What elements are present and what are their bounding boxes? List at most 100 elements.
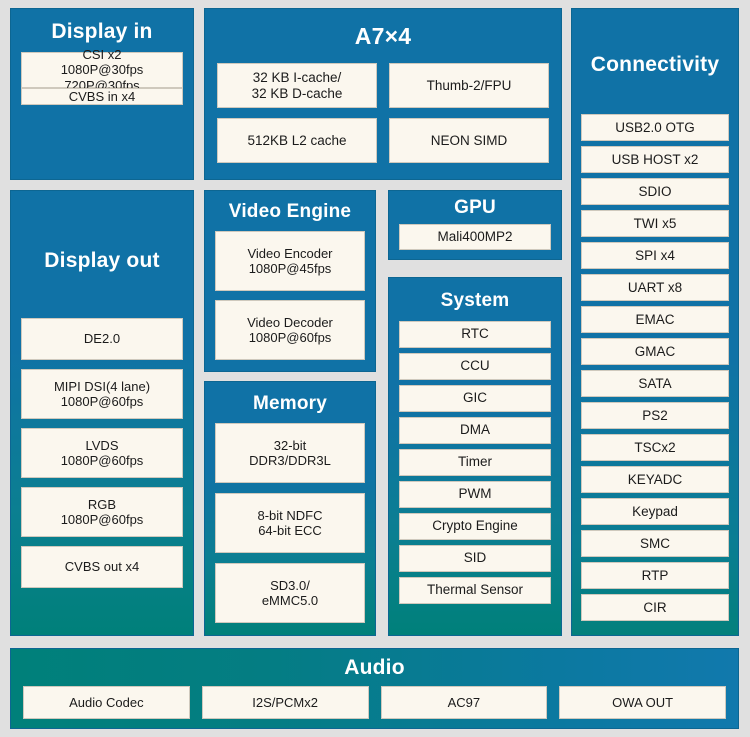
- cell-usb-otg: USB2.0 OTG: [581, 114, 729, 142]
- cell-tsc: TSCx2: [581, 434, 729, 462]
- cell-line-1: RGB: [87, 496, 117, 512]
- cell-line-1: SPI x4: [635, 247, 675, 263]
- cell-line-1: SID: [463, 550, 487, 566]
- cell-line-1: UART x8: [627, 279, 683, 295]
- cell-line-1: 32 KB I-cache/: [252, 69, 342, 85]
- cell-line-1: DMA: [460, 422, 490, 438]
- cell-line-1: CVBS out x4: [64, 559, 140, 575]
- cell-line-1: NEON SIMD: [430, 132, 508, 148]
- cell-rtp: RTP: [581, 562, 729, 590]
- cell-neon-simd: NEON SIMD: [389, 118, 549, 164]
- cell-line-1: PWM: [458, 486, 492, 502]
- block-title-system: System: [440, 290, 510, 311]
- cell-line-1: 8-bit NDFC: [257, 507, 323, 523]
- block-title-memory: Memory: [252, 393, 328, 414]
- cell-line-2: 1080P@60fps: [60, 453, 144, 469]
- cell-line-1: GIC: [462, 390, 487, 406]
- cell-line-2: 32 KB D-cache: [251, 85, 343, 101]
- block-title-video-engine: Video Engine: [228, 201, 352, 222]
- cell-line-1: KEYADC: [627, 471, 683, 487]
- cell-line-1: SMC: [640, 535, 670, 551]
- cell-line-1: 32-bit: [273, 437, 307, 453]
- cell-line-1: Mali400MP2: [437, 228, 513, 244]
- cell-line-1: SD3.0/: [270, 577, 310, 593]
- cell-gic: GIC: [399, 384, 551, 412]
- block-title-gpu: GPU: [454, 197, 496, 218]
- cell-line-1: PS2: [642, 407, 668, 423]
- cell-rtc: RTC: [399, 320, 551, 348]
- cell-i2s-pcm: I2S/PCMx2: [201, 686, 369, 720]
- a7-cell-grid: 32 KB I-cache/ 32 KB D-cache Thumb-2/FPU…: [217, 63, 549, 164]
- cell-line-1: Thumb-2/FPU: [426, 77, 512, 93]
- cell-line-2: 1080P@30fps: [60, 62, 144, 78]
- cell-line-1: AC97: [447, 694, 481, 710]
- cell-line-1: TSCx2: [634, 439, 676, 455]
- cell-timer: Timer: [399, 448, 551, 476]
- cell-cvbs-in: CVBS in x4: [21, 88, 183, 106]
- cell-line-1: Audio Codec: [69, 694, 144, 710]
- cell-rgb: RGB 1080P@60fps: [21, 487, 183, 538]
- cell-spi: SPI x4: [581, 242, 729, 270]
- cell-ps2: PS2: [581, 402, 729, 430]
- cell-line-1: MIPI DSI(4 lane): [53, 378, 151, 394]
- cell-line-2: 1080P@60fps: [60, 512, 144, 528]
- cell-emac: EMAC: [581, 306, 729, 334]
- cell-line-1: Crypto Engine: [432, 518, 518, 534]
- cell-de20: DE2.0: [21, 318, 183, 361]
- block-title-a7: A7×4: [354, 23, 412, 49]
- cell-line-1: TWI x5: [633, 215, 677, 231]
- cell-cvbs-out: CVBS out x4: [21, 546, 183, 589]
- cell-cir: CIR: [581, 594, 729, 622]
- cell-sdio: SDIO: [581, 178, 729, 206]
- cell-mali400mp2: Mali400MP2: [399, 223, 551, 250]
- block-title-connectivity: Connectivity: [590, 53, 720, 76]
- block-system: System RTC CCU GIC DMA Timer PWM Crypto …: [388, 277, 562, 636]
- cell-line-2: DDR3/DDR3L: [249, 452, 331, 468]
- cell-line-1: Video Encoder: [247, 245, 333, 261]
- cell-ac97: AC97: [380, 686, 548, 720]
- cell-thumb2-fpu: Thumb-2/FPU: [389, 63, 549, 109]
- cell-line-1: 512KB L2 cache: [247, 132, 347, 148]
- cell-crypto-engine: Crypto Engine: [399, 512, 551, 540]
- cell-mipi-dsi: MIPI DSI(4 lane) 1080P@60fps: [21, 369, 183, 420]
- cell-csi: CSI x2 1080P@30fps 720P@30fps: [21, 47, 183, 93]
- cell-keypad: Keypad: [581, 498, 729, 526]
- cell-line-2: 1080P@60fps: [60, 394, 144, 410]
- block-audio: Audio Audio Codec I2S/PCMx2 AC97 OWA OUT: [10, 648, 739, 729]
- cell-line-2: 1080P@45fps: [248, 260, 332, 276]
- block-video-engine: Video Engine Video Encoder 1080P@45fps V…: [204, 190, 376, 372]
- cell-twi: TWI x5: [581, 210, 729, 238]
- cell-line-1: RTP: [641, 567, 669, 583]
- cell-line-1: USB2.0 OTG: [615, 119, 695, 135]
- block-display-out: Display out DE2.0 MIPI DSI(4 lane) 1080P…: [10, 190, 194, 636]
- cell-line-2: 64-bit ECC: [258, 522, 322, 538]
- cell-line-1: CCU: [460, 358, 490, 374]
- cell-line-1: USB HOST x2: [611, 151, 699, 167]
- block-memory: Memory 32-bit DDR3/DDR3L 8-bit NDFC 64-b…: [204, 381, 376, 636]
- cell-l1-cache: 32 KB I-cache/ 32 KB D-cache: [217, 63, 377, 109]
- cell-sata: SATA: [581, 370, 729, 398]
- cell-sid: SID: [399, 544, 551, 572]
- audio-cell-row: Audio Codec I2S/PCMx2 AC97 OWA OUT: [23, 686, 726, 720]
- cell-line-1: Video Decoder: [247, 314, 333, 330]
- cell-line-1: I2S/PCMx2: [252, 694, 318, 710]
- cell-line-1: RTC: [461, 326, 489, 342]
- cell-keyadc: KEYADC: [581, 466, 729, 494]
- cell-line-1: OWA OUT: [612, 694, 674, 710]
- cell-dma: DMA: [399, 416, 551, 444]
- cell-line-1: CVBS in x4: [68, 89, 136, 105]
- cell-pwm: PWM: [399, 480, 551, 508]
- cell-video-encoder: Video Encoder 1080P@45fps: [215, 230, 365, 291]
- block-gpu: GPU Mali400MP2: [388, 190, 562, 260]
- cell-lvds: LVDS 1080P@60fps: [21, 428, 183, 479]
- block-title-audio: Audio: [344, 656, 405, 679]
- cell-thermal-sensor: Thermal Sensor: [399, 576, 551, 604]
- cell-line-1: LVDS: [85, 437, 119, 453]
- block-display-in: Display in CSI x2 1080P@30fps 720P@30fps…: [10, 8, 194, 180]
- cell-line-1: CSI x2: [82, 47, 122, 63]
- cell-line-1: EMAC: [635, 311, 675, 327]
- cell-line-1: DE2.0: [83, 331, 121, 347]
- cell-line-1: Thermal Sensor: [426, 582, 524, 598]
- cell-video-decoder: Video Decoder 1080P@60fps: [215, 299, 365, 360]
